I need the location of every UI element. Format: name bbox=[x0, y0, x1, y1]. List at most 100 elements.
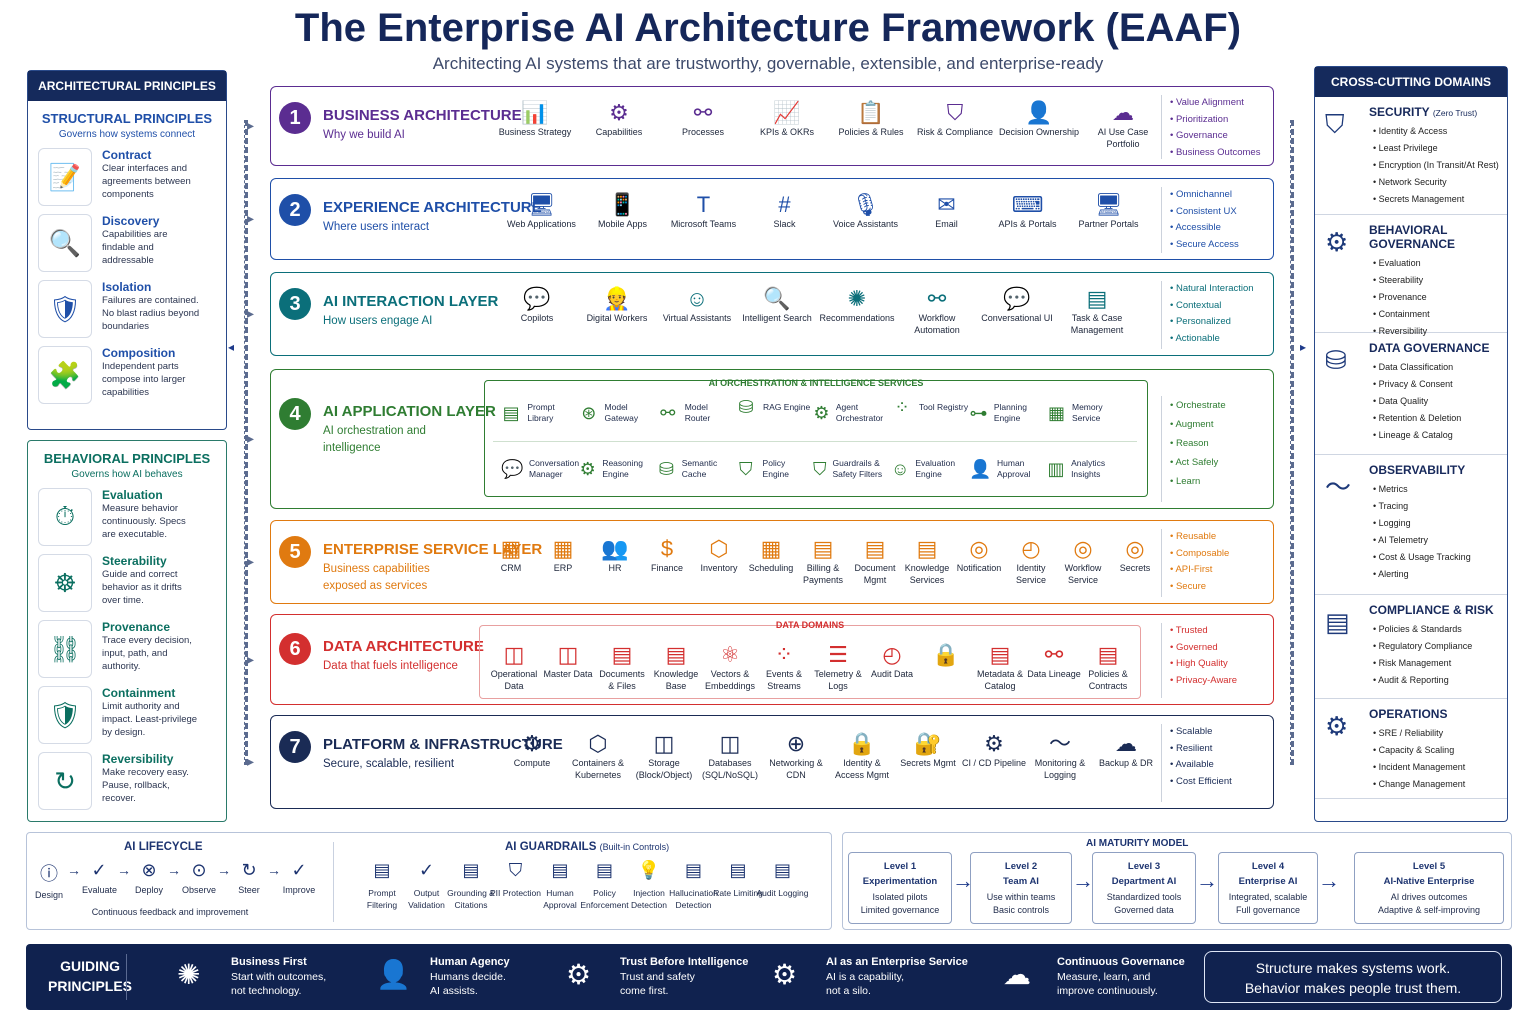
layer-item: ⚙Capabilities bbox=[577, 99, 661, 150]
layer-item-icon: 🔒 bbox=[848, 731, 876, 756]
layer-item-label: Secrets bbox=[1119, 563, 1151, 573]
layer-item-label: Telemetry & Logs bbox=[814, 669, 862, 691]
layer-item-label: Knowledge Base bbox=[653, 669, 699, 691]
behavioral-principles-title: BEHAVIORAL PRINCIPLES bbox=[43, 451, 211, 466]
layer-item: ⛉Risk & Compliance bbox=[913, 99, 997, 150]
layer-item-icon: 👷 bbox=[603, 286, 631, 311]
left-connector bbox=[244, 120, 248, 765]
layer-tag: Personalized bbox=[1170, 314, 1271, 331]
maturity-level-line1: Use within teams bbox=[986, 892, 1056, 902]
layer-number-badge: 5 bbox=[279, 536, 311, 568]
orchestration-item-label: Prompt Library bbox=[527, 402, 555, 423]
lifecycle-step: ✓Improve bbox=[282, 860, 316, 895]
layer-item: ▦ERP bbox=[537, 535, 589, 586]
domain-icon: ⛁ bbox=[1325, 345, 1347, 375]
guiding-principle-title: AI as an Enterprise Service bbox=[826, 956, 968, 968]
structural-principle-icon: 📝 bbox=[38, 148, 92, 206]
layer-item: #Slack bbox=[744, 191, 825, 231]
quote-line-2: Behavior makes people trust them. bbox=[1244, 980, 1462, 996]
orchestration-item: ☺Evaluation Engine bbox=[891, 458, 969, 480]
guardrail-icon: ▤ bbox=[462, 860, 480, 880]
orchestration-item-label: Model Gateway bbox=[604, 402, 639, 423]
layer-item-label: Documents & Files bbox=[599, 669, 645, 691]
layer-item: ◴Identity Service bbox=[1005, 535, 1057, 586]
architectural-principles-panel: ARCHITECTURAL PRINCIPLES STRUCTURAL PRIN… bbox=[27, 70, 227, 430]
layer-item-label: Decision Ownership bbox=[998, 127, 1080, 137]
layer-item: ▤Document Mgmt bbox=[849, 535, 901, 586]
domain-0: ⛉SECURITY (Zero Trust)Identity & AccessL… bbox=[1315, 97, 1507, 215]
domain-item: Capacity & Scaling bbox=[1373, 742, 1499, 759]
guiding-principle-icon: ⚙ bbox=[772, 959, 798, 990]
layer-item: ☺Virtual Assistants bbox=[657, 285, 737, 336]
domain-title-text: OBSERVABILITY bbox=[1369, 463, 1466, 477]
maturity-level-line2: Limited governance bbox=[860, 905, 940, 915]
structural-principle-title: Isolation bbox=[102, 280, 152, 294]
guiding-label-2: PRINCIPLES bbox=[48, 978, 133, 994]
layer-item: ☁AI Use Case Portfolio bbox=[1081, 99, 1165, 150]
guardrail-icon: ▤ bbox=[684, 860, 702, 880]
behavioral-principle-desc: Trace every decision, input, path, and a… bbox=[102, 635, 192, 672]
layer-item-icon: ▦ bbox=[500, 536, 522, 561]
layer-subtitle: Secure, scalable, resilient bbox=[323, 758, 455, 770]
orchestration-item-label: Model Router bbox=[684, 402, 711, 423]
layer-subtitle: AI orchestration and intelligence bbox=[323, 425, 426, 454]
guiding-principle-title: Human Agency bbox=[430, 956, 510, 968]
layer-item-label: Intelligent Search bbox=[742, 313, 812, 323]
left-arrow-icon: ◂ bbox=[228, 340, 235, 354]
layer-item-label: Digital Workers bbox=[586, 313, 648, 323]
orchestration-item-icon: ⛁ bbox=[658, 458, 674, 479]
connector-arrow-icon: ▸ bbox=[247, 553, 255, 569]
structural-principle-title: Discovery bbox=[102, 214, 160, 228]
layer-item-label: Containers & Kubernetes bbox=[571, 758, 625, 780]
layer-tag: Learn bbox=[1170, 472, 1271, 491]
structural-principle-desc: Independent parts compose into larger ca… bbox=[102, 361, 186, 398]
behavioral-principle-desc: Guide and correct behavior as it drifts … bbox=[102, 569, 182, 606]
domain-item: Encryption (In Transit/At Rest) bbox=[1373, 157, 1499, 174]
behavioral-principle-icon: ⛓ bbox=[38, 620, 92, 678]
lifecycle-step-label: Steer bbox=[238, 885, 260, 895]
behavioral-principle-title: Evaluation bbox=[102, 488, 163, 502]
right-connector bbox=[1290, 120, 1294, 765]
layer-item-label: Operational Data bbox=[490, 669, 538, 691]
cross-cutting-panel: CROSS-CUTTING DOMAINS ⛉SECURITY (Zero Tr… bbox=[1314, 66, 1508, 822]
layer-item-icon: ◴ bbox=[1021, 536, 1041, 561]
layer-item-label: Virtual Assistants bbox=[662, 313, 732, 323]
layer-item: 〜Monitoring & Logging bbox=[1027, 730, 1093, 781]
guardrail-label: Grounding & Citations bbox=[447, 888, 495, 910]
maturity-level-line1: Isolated pilots bbox=[872, 892, 928, 902]
domain-title: OPERATIONS bbox=[1369, 707, 1499, 721]
domain-item: Logging bbox=[1373, 515, 1499, 532]
domain-title: BEHAVIORAL GOVERNANCE bbox=[1369, 223, 1499, 251]
lifecycle-step: ✓Evaluate bbox=[82, 860, 118, 895]
guiding-principle-title: Business First bbox=[231, 956, 307, 968]
domain-item: Network Security bbox=[1373, 174, 1499, 191]
guardrail-icon: ▤ bbox=[551, 860, 569, 880]
domain-icon: ⛉ bbox=[1325, 109, 1345, 139]
domain-item: Reversibility bbox=[1373, 323, 1499, 340]
guiding-principle-line2: not technology. bbox=[231, 985, 302, 997]
maturity-level-line1: Integrated, scalable bbox=[1228, 892, 1308, 902]
guiding-principle-line1: Start with outcomes, bbox=[231, 970, 327, 983]
layer-item-label: Copilots bbox=[520, 313, 554, 323]
orchestration-item: ⛁Semantic Cache bbox=[657, 458, 735, 480]
quote-line-1: Structure makes systems work. bbox=[1255, 960, 1451, 976]
guardrail-label: Human Approval bbox=[543, 888, 577, 910]
layer-title: AI INTERACTION LAYER bbox=[323, 293, 499, 310]
orchestration-item: ⊛Model Gateway bbox=[579, 402, 657, 424]
layer-item-label: Data Lineage bbox=[1027, 669, 1081, 679]
layer-item-label: Voice Assistants bbox=[832, 219, 899, 229]
lifecycle-step-icon: ✓ bbox=[291, 860, 307, 880]
domain-item: Incident Management bbox=[1373, 759, 1499, 776]
lifecycle-step-label: Evaluate bbox=[82, 885, 118, 895]
lifecycle-step-label: Deploy bbox=[134, 885, 163, 895]
domain-item: Lineage & Catalog bbox=[1373, 427, 1499, 444]
guardrail-label: Audit Logging bbox=[756, 888, 809, 898]
guardrail-item: ⛉PII Protection bbox=[488, 860, 544, 899]
layer-tag: API-First bbox=[1170, 562, 1271, 579]
